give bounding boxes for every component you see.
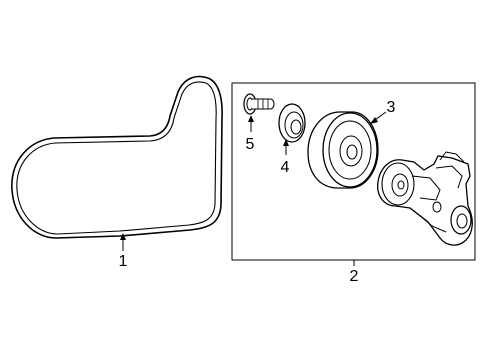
callout-1-leader (120, 233, 126, 251)
callout-3-leader (370, 111, 387, 124)
callout-4: 4 (281, 159, 290, 176)
callout-5: 5 (246, 136, 255, 153)
bolt (243, 93, 275, 115)
serpentine-belt (11, 75, 223, 239)
callout-1: 1 (119, 253, 128, 270)
callout-2: 2 (350, 268, 359, 285)
belt-tensioner (377, 151, 473, 246)
idler-pulley (307, 111, 379, 189)
arrow-head (120, 233, 126, 240)
callout-3: 3 (387, 99, 396, 116)
callout-4-leader (283, 139, 289, 155)
callout-5-leader (248, 115, 254, 132)
dust-cover (278, 103, 306, 143)
